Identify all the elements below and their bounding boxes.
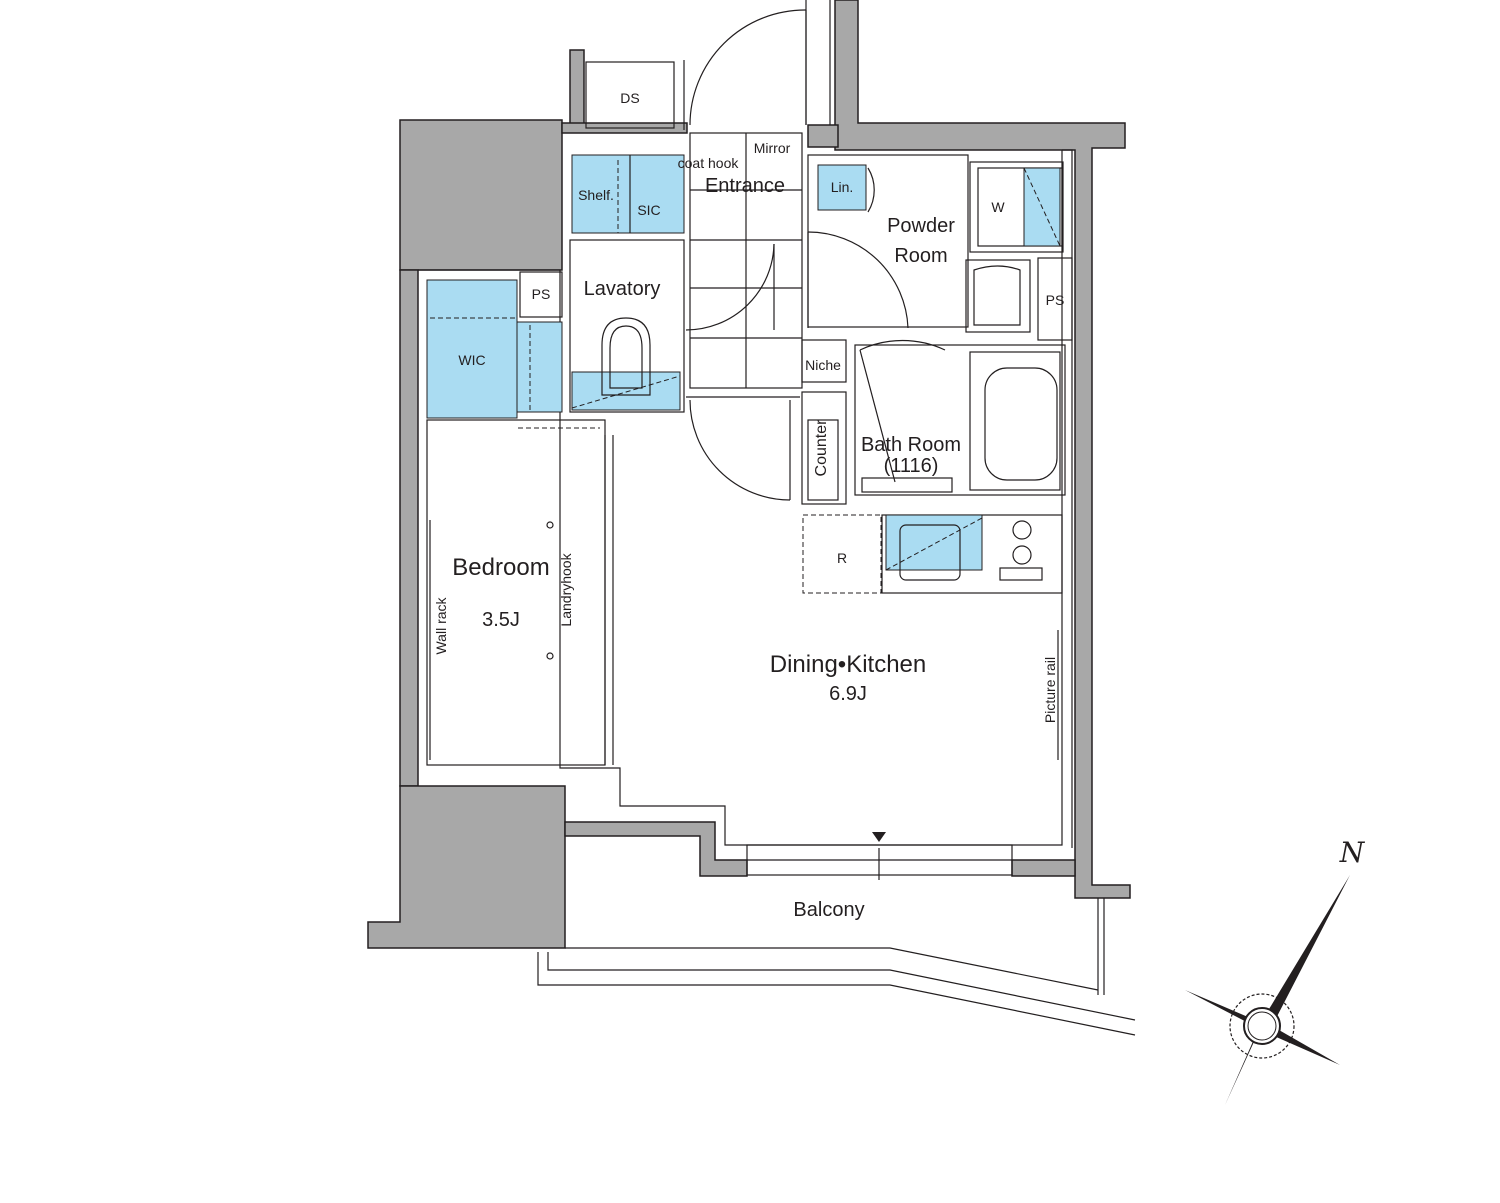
hook-icon — [546, 521, 554, 529]
stove-burner-icon — [1012, 520, 1032, 540]
north-label: N — [1339, 836, 1366, 869]
fridge-space — [802, 514, 882, 594]
lavatory-sink — [571, 371, 681, 411]
sink-dash — [885, 517, 983, 571]
washer-space — [969, 161, 1064, 253]
balcony-rail-outer — [537, 952, 1136, 1036]
bathroom — [854, 344, 1066, 496]
niche-label: Niche — [805, 357, 841, 373]
sink-bowl — [899, 524, 961, 581]
structure-walls — [367, 0, 1131, 949]
room-labels: DS Mirror coat hook Entrance Shelf. SIC … — [433, 90, 1366, 921]
hook-icon — [546, 652, 554, 660]
ps-left-label: PS — [532, 286, 551, 302]
niche-box — [801, 339, 847, 383]
washer-dash — [1023, 167, 1061, 247]
basin-bowl — [973, 265, 1021, 326]
toilet-bowl — [609, 325, 643, 389]
powder-door-arc — [807, 231, 909, 329]
wall-rack-label: Wall rack — [433, 596, 449, 654]
washer-inner — [977, 167, 1063, 247]
sink-dash — [571, 375, 681, 409]
toilet-icon — [601, 317, 651, 396]
kitchen-sink — [885, 514, 983, 571]
entry-wall-right — [807, 124, 839, 148]
dining-size-label: 6.9J — [829, 683, 867, 705]
entry-marker-icon — [872, 832, 886, 842]
wall-left — [399, 269, 419, 787]
outline-right — [1062, 149, 1073, 848]
coat-hook-label: coat hook — [678, 155, 740, 171]
column-top-left — [399, 119, 563, 271]
landryhook-label: Landryhook — [558, 552, 574, 626]
ps-right-box — [1037, 257, 1073, 341]
ds-label: DS — [620, 90, 639, 106]
bath-room-label: Bath Room — [861, 434, 961, 456]
mirror-label: Mirror — [754, 140, 791, 156]
balcony-rail-inner — [547, 952, 1136, 1021]
entrance-label: Entrance — [705, 175, 785, 197]
linen-door-arc — [867, 167, 875, 213]
sic-storage — [571, 154, 685, 234]
linen-storage — [817, 164, 867, 211]
bath-shelf — [861, 477, 953, 493]
ds-box — [585, 61, 675, 129]
fridge-label: R — [837, 550, 847, 566]
lavatory-label: Lavatory — [584, 278, 661, 300]
bathtub — [969, 351, 1061, 491]
powder-room-label-2: Room — [894, 245, 947, 267]
wall-right-structure — [834, 0, 1131, 899]
bedroom-room — [426, 419, 606, 766]
counter-box — [801, 391, 847, 505]
lavatory-room — [569, 239, 685, 413]
stove-grill — [999, 567, 1043, 581]
powder-room-label-1: Powder — [887, 215, 955, 237]
bathtub-inner — [984, 367, 1058, 481]
counter-inner — [807, 419, 839, 501]
w-label: W — [991, 199, 1005, 215]
shelf-label: Shelf. — [578, 187, 614, 203]
stove-burner-icon — [1012, 545, 1032, 565]
balcony-wall-left — [564, 821, 748, 877]
balcony-edge — [565, 947, 1099, 991]
counter-label: Counter — [813, 419, 830, 477]
ds-wall-left — [569, 49, 585, 131]
dining-kitchen-label: Dining•Kitchen — [770, 651, 927, 678]
ps-right-label: PS — [1046, 292, 1065, 308]
bath-size-label: (1116) — [884, 455, 939, 477]
wic-label: WIC — [458, 352, 485, 368]
column-bottom-left — [367, 785, 566, 949]
bedroom-label: Bedroom — [452, 554, 549, 581]
ps-left-box — [519, 271, 563, 318]
sic-label: SIC — [637, 202, 660, 218]
balcony-label: Balcony — [793, 899, 864, 921]
compass-rose-icon — [1185, 875, 1350, 1105]
lin-label: Lin. — [831, 179, 854, 195]
bath-door-arc — [859, 339, 946, 351]
bedroom-size-label: 3.5J — [482, 609, 520, 631]
wic-storage — [426, 279, 518, 419]
interior-walls — [418, 0, 1136, 1036]
balcony-wall-right — [1011, 859, 1076, 877]
wic-shelf — [516, 321, 563, 413]
bath-door-leaf — [859, 349, 896, 483]
basin — [965, 259, 1031, 333]
picture-rail-label: Picture rail — [1042, 657, 1058, 723]
entry-door-arc — [689, 9, 807, 126]
lavatory-door-arc — [685, 243, 775, 331]
hall-door-arc — [689, 399, 791, 501]
